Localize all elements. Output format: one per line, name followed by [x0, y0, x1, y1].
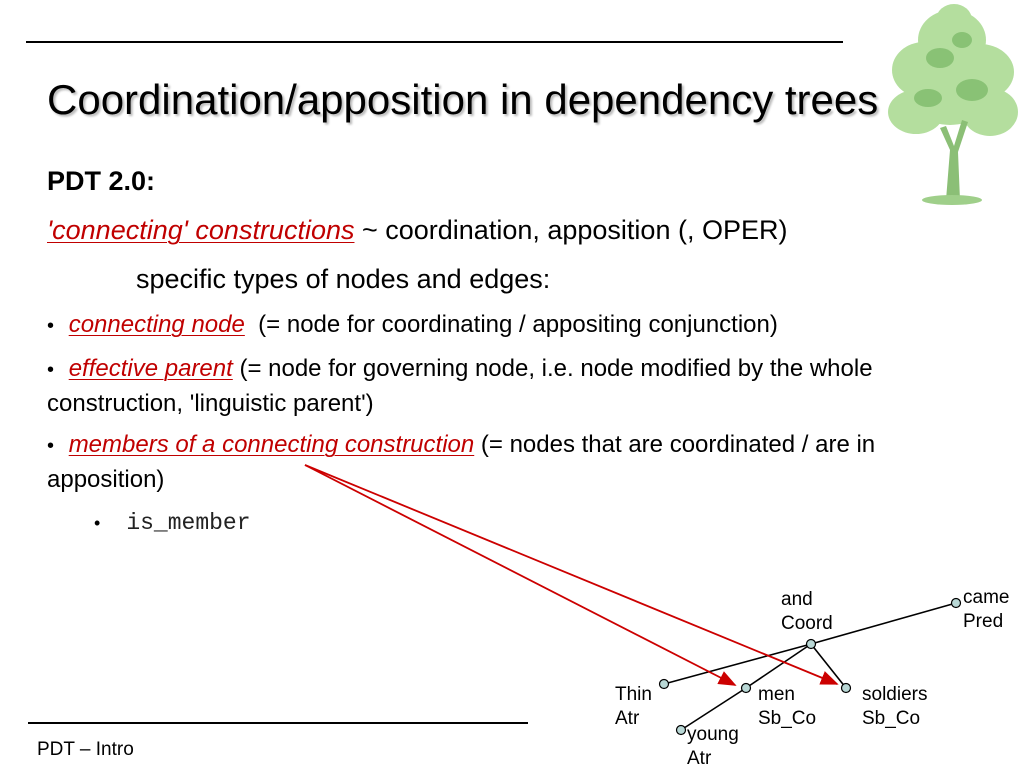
- subheading: PDT 2.0:: [47, 166, 156, 196]
- bullet-marker: •: [47, 315, 55, 337]
- arrow-to-soldiers: [304, 464, 839, 685]
- slide-title: Coordination/apposition in dependency tr…: [47, 76, 879, 123]
- node-label-soldiers: soldiers Sb_Co: [862, 684, 928, 729]
- bullet-term: members of a connecting construction: [68, 431, 475, 458]
- node-label-came: came Pred: [963, 587, 1010, 632]
- node-label-young: young Atr: [687, 724, 739, 769]
- bullet-text: (= nodes that are coordinated / are in a…: [47, 431, 876, 493]
- bullet-term: effective parent: [68, 355, 233, 382]
- slide-footer: PDT – Intro: [37, 739, 134, 760]
- edge-came-and: [810, 602, 957, 645]
- top-rule: [26, 41, 843, 43]
- bullet-text: (= node for coordinating / appositing co…: [244, 311, 778, 338]
- intro-line: 'connecting' constructions ~ coordinatio…: [47, 212, 787, 248]
- bullet-term: connecting node: [68, 311, 245, 338]
- sub-bullet-is-member: • is_member: [94, 506, 251, 539]
- node-young: [675, 724, 687, 736]
- sub-bullet-marker: •: [94, 513, 101, 533]
- node-men: [740, 682, 752, 694]
- bullet-marker: •: [47, 435, 55, 457]
- node-and: [805, 638, 817, 650]
- node-label-thin: Thin Atr: [615, 684, 652, 729]
- edge-and-men: [745, 643, 812, 689]
- bullet-marker: •: [47, 359, 55, 381]
- types-line: specific types of nodes and edges:: [136, 264, 551, 294]
- edge-and-thin: [663, 643, 812, 685]
- edge-men-young: [680, 687, 747, 731]
- arrow-to-men: [304, 464, 737, 686]
- node-thin: [658, 678, 670, 690]
- bullet-effective-parent: • effective parent (= node for governing…: [47, 352, 987, 420]
- node-soldiers: [840, 682, 852, 694]
- node-label-men: men Sb_Co: [758, 684, 817, 729]
- node-label-and: and Coord: [781, 589, 833, 634]
- node-came: [950, 597, 962, 609]
- is-member-attribute: is_member: [126, 510, 251, 536]
- connecting-constructions-term: 'connecting' constructions: [47, 215, 355, 245]
- bottom-rule: [28, 722, 528, 724]
- tree-illustration-icon: [888, 4, 1018, 205]
- bullet-connecting-node: • connecting node (= node for coordinati…: [47, 308, 987, 343]
- intro-line-rest: ~ coordination, apposition (, OPER): [354, 215, 788, 245]
- bullet-members: • members of a connecting construction (…: [47, 428, 987, 496]
- edge-and-soldiers: [810, 643, 847, 689]
- bullet-text: (= node for governing node, i.e. node mo…: [47, 355, 873, 417]
